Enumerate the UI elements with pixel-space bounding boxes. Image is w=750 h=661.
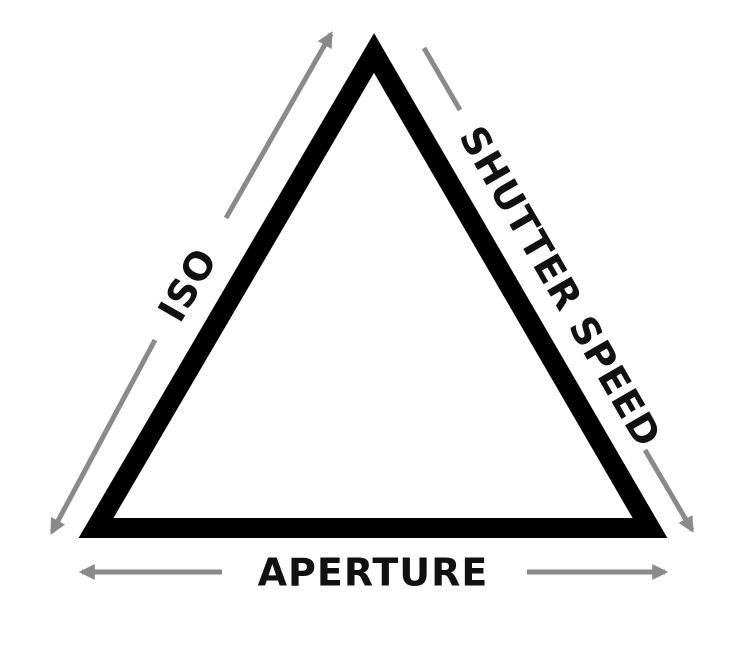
shutter-speed-arrow-down [642,448,695,533]
iso-arrow-up [223,31,334,220]
exposure-triangle [78,33,668,538]
iso-arrow-down [49,338,158,535]
shutter-speed-label: SHUTTER SPEED [450,119,670,455]
aperture-label: APERTURE [258,551,489,595]
shutter-speed-line-top [421,46,463,112]
